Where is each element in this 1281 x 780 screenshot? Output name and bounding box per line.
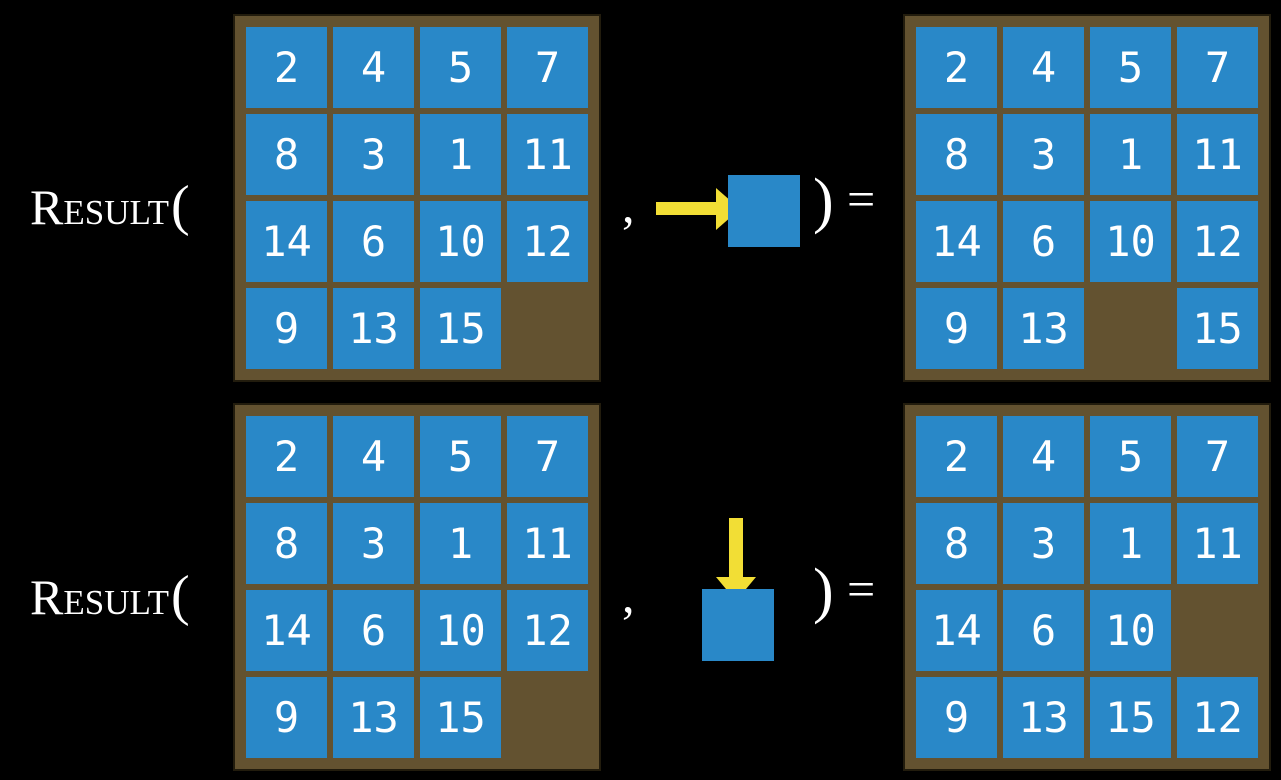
puzzle-tile-2: 2	[246, 416, 327, 497]
arrow-right-icon	[656, 202, 718, 215]
puzzle-tile-8: 8	[916, 114, 997, 195]
puzzle-tile-1: 1	[420, 503, 501, 584]
puzzle-tile-7: 7	[507, 416, 588, 497]
puzzle-tile-10: 10	[1090, 590, 1171, 671]
puzzle-tile-14: 14	[246, 590, 327, 671]
puzzle-tile-6: 6	[333, 590, 414, 671]
puzzle-tile-4: 4	[333, 416, 414, 497]
puzzle-tile-5: 5	[1090, 27, 1171, 108]
puzzle-tile-3: 3	[1003, 503, 1084, 584]
empty-cell	[507, 677, 588, 758]
puzzle-tile-13: 13	[1003, 288, 1084, 369]
close-paren: )	[813, 557, 834, 625]
puzzle-tile-4: 4	[333, 27, 414, 108]
result-function-label: Result(	[30, 178, 190, 234]
puzzle-tile-11: 11	[1177, 503, 1258, 584]
puzzle-tile-9: 9	[916, 677, 997, 758]
puzzle-tile-11: 11	[507, 503, 588, 584]
function-name: Result	[30, 179, 170, 235]
puzzle-tile-7: 7	[507, 27, 588, 108]
puzzle-tile-7: 7	[1177, 27, 1258, 108]
close-paren: )	[813, 167, 834, 235]
puzzle-tile-2: 2	[916, 27, 997, 108]
puzzle-tile-1: 1	[1090, 503, 1171, 584]
puzzle-tile-13: 13	[333, 677, 414, 758]
puzzle-tile-4: 4	[1003, 27, 1084, 108]
puzzle-tile-14: 14	[916, 201, 997, 282]
puzzle-tile-2: 2	[916, 416, 997, 497]
puzzle-tile-8: 8	[916, 503, 997, 584]
puzzle-tile-2: 2	[246, 27, 327, 108]
action-tile-square-2	[702, 589, 774, 661]
puzzle-tile-15: 15	[1177, 288, 1258, 369]
empty-cell	[1090, 288, 1171, 369]
function-name: Result	[30, 569, 170, 625]
puzzle-tile-11: 11	[507, 114, 588, 195]
puzzle-tile-9: 9	[916, 288, 997, 369]
puzzle-tile-5: 5	[420, 27, 501, 108]
puzzle-tile-14: 14	[916, 590, 997, 671]
puzzle-tile-3: 3	[333, 503, 414, 584]
puzzle-tile-12: 12	[1177, 201, 1258, 282]
open-paren: (	[171, 175, 190, 237]
puzzle-tile-15: 15	[1090, 677, 1171, 758]
empty-cell	[1177, 590, 1258, 671]
arrow-down-icon	[729, 518, 743, 578]
puzzle-tile-8: 8	[246, 503, 327, 584]
equals-sign: =	[847, 561, 876, 617]
puzzle-tile-12: 12	[1177, 677, 1258, 758]
puzzle-tile-3: 3	[333, 114, 414, 195]
puzzle-tile-9: 9	[246, 677, 327, 758]
puzzle-tile-7: 7	[1177, 416, 1258, 497]
action-tile-square-1	[728, 175, 800, 247]
puzzle-tile-8: 8	[246, 114, 327, 195]
puzzle-tile-13: 13	[333, 288, 414, 369]
puzzle-tile-10: 10	[420, 590, 501, 671]
puzzle-tile-10: 10	[420, 201, 501, 282]
puzzle-tile-12: 12	[507, 590, 588, 671]
puzzle-tile-1: 1	[1090, 114, 1171, 195]
puzzle-tile-15: 15	[420, 288, 501, 369]
puzzle-tile-5: 5	[1090, 416, 1171, 497]
puzzle-tile-14: 14	[246, 201, 327, 282]
puzzle-tile-3: 3	[1003, 114, 1084, 195]
puzzle-tile-5: 5	[420, 416, 501, 497]
puzzle-tile-6: 6	[333, 201, 414, 282]
puzzle-tile-15: 15	[420, 677, 501, 758]
puzzle-tile-6: 6	[1003, 590, 1084, 671]
puzzle-tile-12: 12	[507, 201, 588, 282]
comma: ,	[622, 567, 635, 623]
puzzle-tile-6: 6	[1003, 201, 1084, 282]
result-function-label: Result(	[30, 568, 190, 624]
comma: ,	[622, 177, 635, 233]
puzzle-tile-1: 1	[420, 114, 501, 195]
open-paren: (	[171, 565, 190, 627]
equals-sign: =	[847, 171, 876, 227]
empty-cell	[507, 288, 588, 369]
puzzle-tile-9: 9	[246, 288, 327, 369]
puzzle-tile-13: 13	[1003, 677, 1084, 758]
puzzle-tile-10: 10	[1090, 201, 1171, 282]
puzzle-tile-11: 11	[1177, 114, 1258, 195]
puzzle-tile-4: 4	[1003, 416, 1084, 497]
